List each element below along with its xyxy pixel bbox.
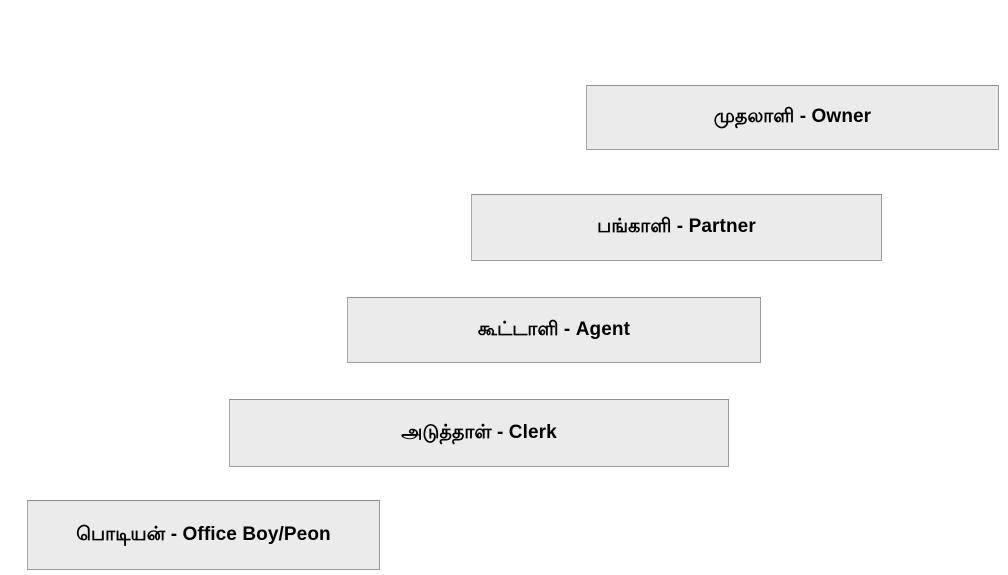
hierarchy-step-agent[interactable]: கூட்டாளி - Agent [347, 297, 761, 363]
hierarchy-step-owner[interactable]: முதலாளி - Owner [586, 85, 999, 150]
hierarchy-step-label-owner: முதலாளி - Owner [713, 106, 872, 128]
hierarchy-step-partner[interactable]: பங்காளி - Partner [471, 194, 882, 261]
hierarchy-step-label-partner: பங்காளி - Partner [597, 216, 756, 238]
hierarchy-step-label-office-boy: பொடியன் - Office Boy/Peon [76, 523, 331, 545]
hierarchy-step-label-clerk: அடுத்தாள் - Clerk [401, 421, 557, 443]
hierarchy-step-label-agent: கூட்டாளி - Agent [477, 318, 631, 340]
hierarchy-step-office-boy[interactable]: பொடியன் - Office Boy/Peon [27, 500, 380, 570]
hierarchy-step-clerk[interactable]: அடுத்தாள் - Clerk [229, 399, 729, 467]
